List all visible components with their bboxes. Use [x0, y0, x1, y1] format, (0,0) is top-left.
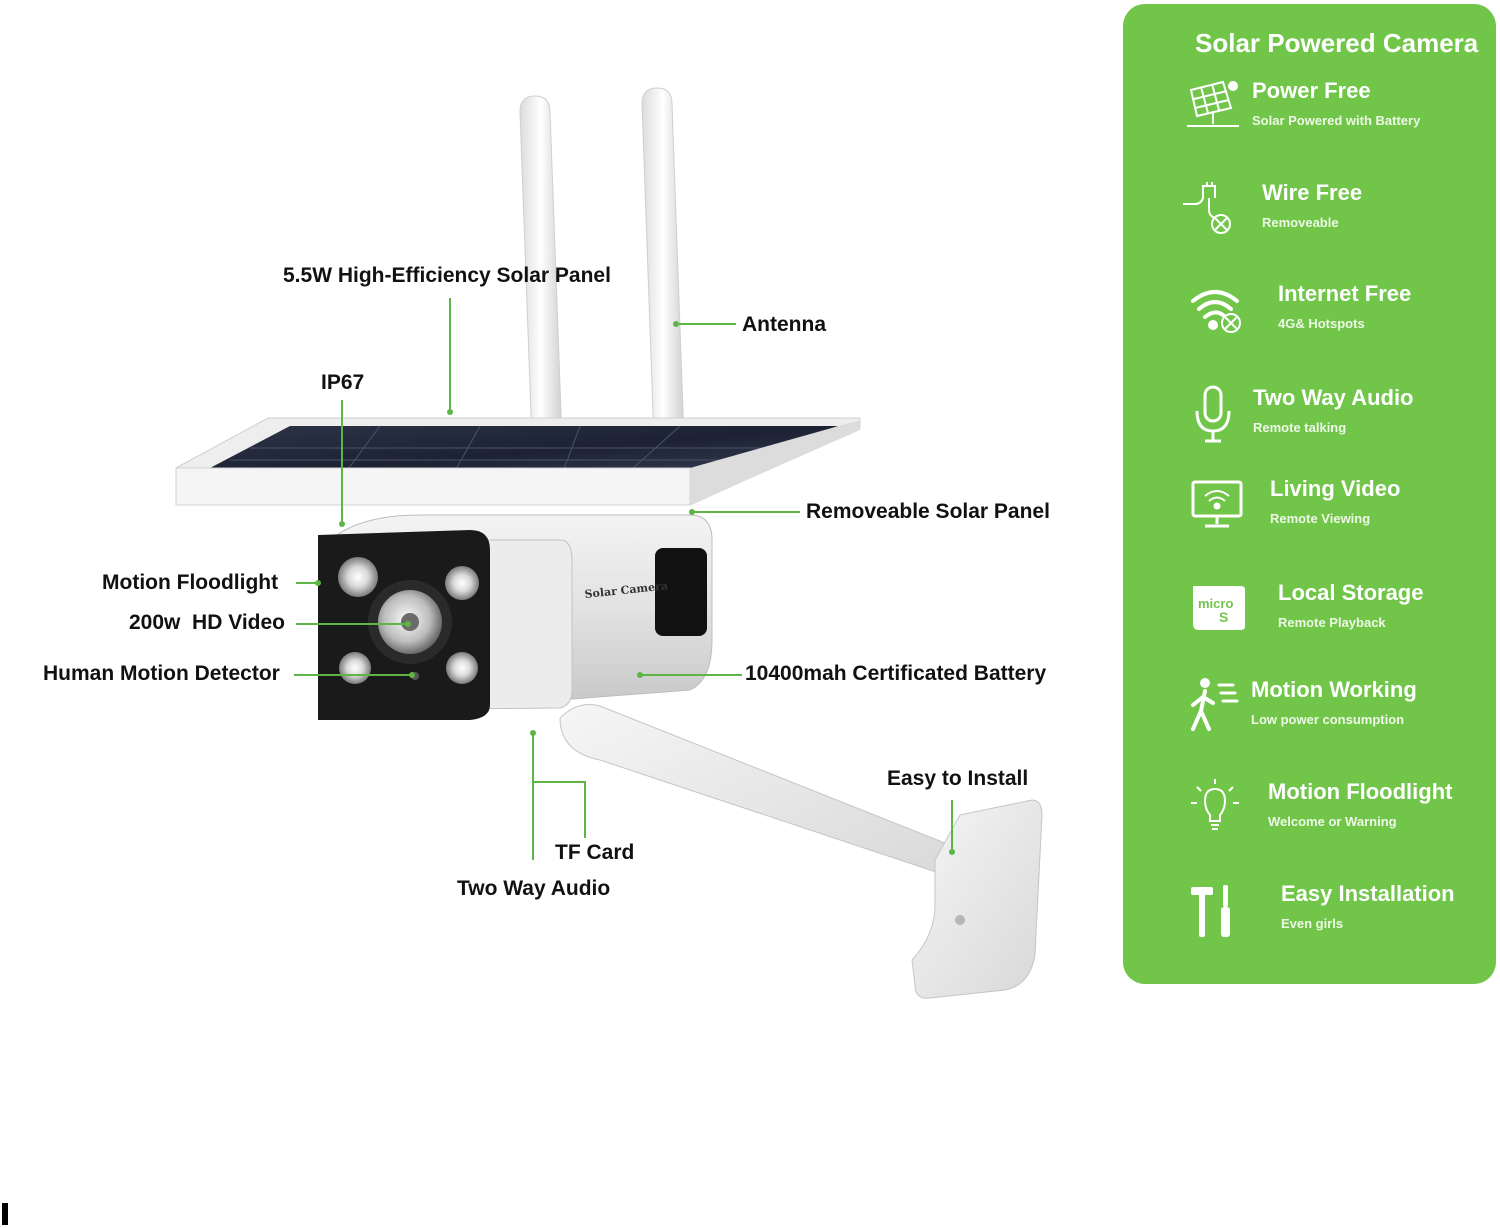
feature-title: Internet Free [1278, 281, 1412, 306]
feature-living-video: Living Video Remote Viewing [1123, 476, 1496, 556]
feature-motion-floodlight: Motion Floodlight Welcome or Warning [1123, 779, 1496, 859]
callout-two-way-audio: Two Way Audio [457, 877, 611, 900]
microsd-label: micro [1198, 596, 1233, 611]
callout-battery: 10400mah Certificated Battery [745, 662, 1047, 685]
callout-antenna: Antenna [742, 313, 826, 336]
callout-easy-install: Easy to Install [887, 767, 1029, 790]
feature-title: Living Video [1270, 476, 1401, 501]
tools-icon [1191, 885, 1230, 937]
feature-title: Motion Working [1251, 677, 1417, 702]
feature-subtitle: Removeable [1262, 215, 1339, 230]
svg-text:S: S [1219, 609, 1228, 625]
camera-body: Solar Camera [318, 514, 713, 720]
callout-dots [315, 321, 955, 855]
callout-human-motion: Human Motion Detector [43, 662, 280, 685]
lightbulb-icon [1191, 779, 1239, 830]
feature-wire-free: Wire Free Removeable [1123, 180, 1496, 260]
feature-subtitle: 4G& Hotspots [1278, 316, 1365, 331]
feature-title: Power Free [1252, 78, 1371, 103]
monitor-wifi-icon [1191, 480, 1243, 528]
microsd-icon: micro S [1193, 586, 1245, 630]
walking-person-icon [1191, 678, 1239, 731]
wall-mount [559, 704, 1043, 999]
antennas [519, 87, 685, 441]
panel-title: Solar Powered Camera [1195, 28, 1479, 58]
callout-solar-panel: 5.5W High-Efficiency Solar Panel [283, 264, 611, 287]
feature-motion-working: Motion Working Low power consumption [1123, 677, 1496, 757]
feature-panel: Solar Powered Camera Power Free Solar Po… [1123, 4, 1496, 984]
solar-panel [175, 417, 861, 506]
feature-title: Two Way Audio [1253, 385, 1414, 410]
callout-ip67: IP67 [321, 371, 365, 394]
feature-local-storage: micro S Local Storage Remote Playback [1123, 580, 1496, 660]
callout-hd-video: 200w HD Video [129, 611, 286, 634]
feature-subtitle: Remote Viewing [1270, 511, 1371, 526]
feature-subtitle: Even girls [1281, 916, 1344, 931]
camera-diagram: Solar Camera [175, 87, 1043, 999]
callout-tf-card: TF Card [555, 841, 635, 864]
feature-title: Local Storage [1278, 580, 1424, 605]
callout-lines [294, 298, 953, 860]
feature-easy-installation: Easy Installation Even girls [1123, 881, 1496, 961]
feature-title: Motion Floodlight [1268, 779, 1453, 804]
wifi-off-icon [1191, 290, 1241, 333]
callout-removeable-panel: Removeable Solar Panel [806, 500, 1050, 523]
feature-subtitle: Low power consumption [1251, 712, 1405, 727]
feature-internet-free: Internet Free 4G& Hotspots [1123, 281, 1496, 361]
corner-mark [2, 1203, 8, 1225]
feature-subtitle: Solar Powered with Battery [1252, 113, 1421, 128]
callout-motion-floodlight: Motion Floodlight [102, 571, 279, 594]
feature-title: Easy Installation [1281, 881, 1455, 906]
feature-two-way-audio: Two Way Audio Remote talking [1123, 385, 1496, 465]
feature-power-free: Power Free Solar Powered with Battery [1123, 78, 1496, 158]
feature-subtitle: Remote Playback [1278, 615, 1386, 630]
feature-title: Wire Free [1262, 180, 1363, 205]
plug-off-icon [1183, 182, 1231, 234]
solar-panel-icon [1187, 80, 1239, 127]
microphone-icon [1195, 385, 1231, 443]
feature-subtitle: Remote talking [1253, 420, 1347, 435]
feature-subtitle: Welcome or Warning [1268, 814, 1397, 829]
